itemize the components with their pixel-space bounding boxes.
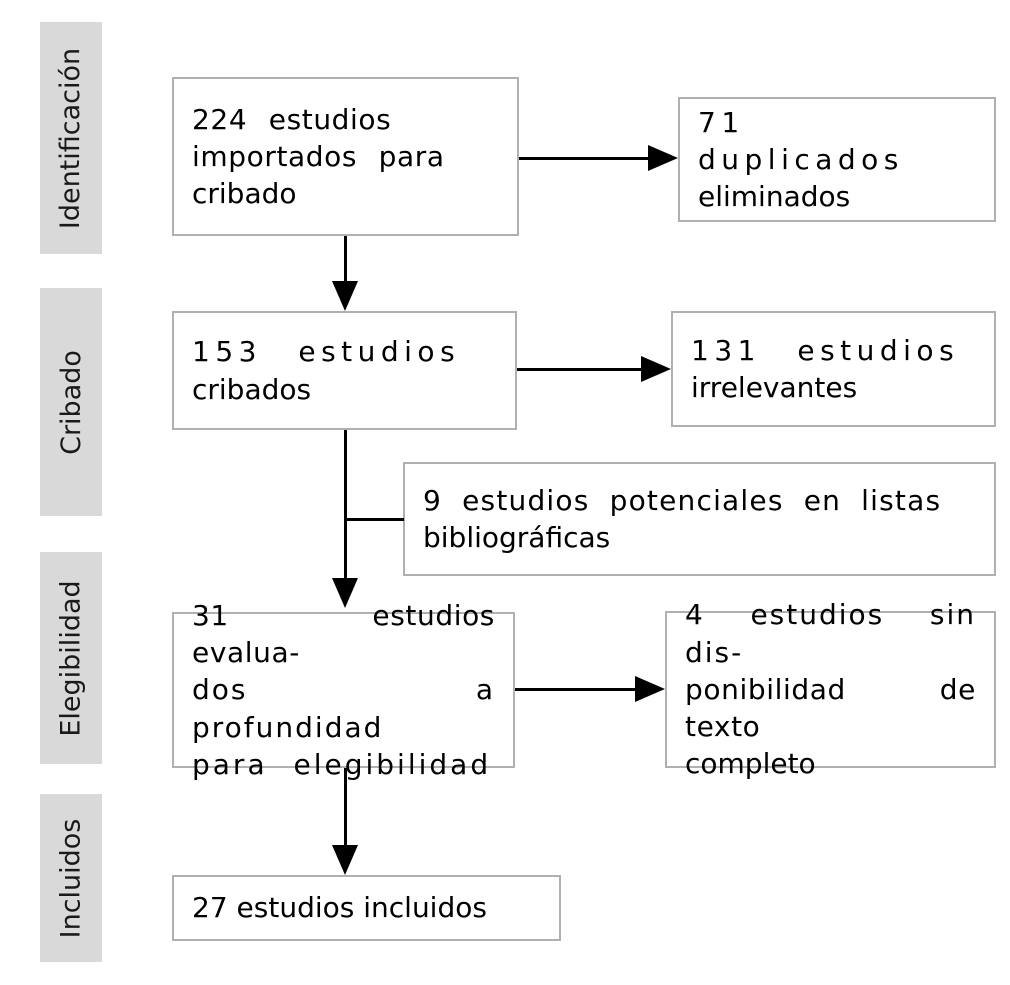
connector-line — [344, 236, 347, 288]
stage-bar-incluidos: Incluidos — [40, 794, 102, 962]
connector-line — [517, 368, 647, 371]
box-reference-list-studies-line-2: bibliográficas — [423, 521, 611, 554]
connector-line — [344, 768, 347, 848]
arrow-down-icon — [332, 578, 358, 608]
box-studies-included: 27 estudios incluidos — [172, 875, 561, 941]
box-studies-assessed-line-2: dos a profundidad — [192, 673, 495, 744]
stage-label-elegibilidad: Elegibilidad — [55, 579, 87, 737]
arrow-down-icon — [332, 281, 358, 311]
box-duplicates-removed-line-2: eliminados — [698, 180, 851, 214]
box-studies-screened-text: 153 estudios cribados — [174, 333, 515, 407]
connector-line — [515, 688, 641, 691]
box-studies-assessed: 31 estudios evalua- dos a profundidad pa… — [172, 599, 515, 781]
stage-label-cribado: Cribado — [55, 349, 87, 455]
connector-line — [519, 157, 654, 160]
box-duplicates-removed: 71 duplicados eliminados — [678, 97, 996, 222]
box-studies-assessed-line-1: 31 estudios evalua- — [192, 598, 495, 670]
box-imported-studies-line-1: 224 estudios — [192, 102, 392, 136]
arrow-right-icon — [635, 676, 665, 702]
stage-label-identificacion: Identificación — [55, 47, 87, 229]
box-reference-list-studies: 9 estudios potenciales en listas bibliog… — [403, 462, 996, 576]
box-no-fulltext-studies-line-1: 4 estudios sin dis- — [685, 598, 976, 669]
box-irrelevant-studies-text: 131 estudios irrelevantes — [673, 332, 994, 406]
box-irrelevant-studies: 131 estudios irrelevantes — [671, 311, 996, 427]
box-duplicates-removed-line-1: 71 duplicados — [698, 105, 904, 176]
box-no-fulltext-studies-text: 4 estudios sin dis- ponibilidad de texto… — [667, 596, 994, 782]
box-studies-screened: 153 estudios cribados — [172, 311, 517, 430]
box-no-fulltext-studies: 4 estudios sin dis- ponibilidad de texto… — [665, 598, 996, 780]
box-imported-studies-line-2: importados para — [192, 139, 445, 173]
box-studies-included-line-1: 27 estudios incluidos — [192, 891, 487, 925]
box-studies-included-text: 27 estudios incluidos — [174, 889, 559, 926]
box-irrelevant-studies-line-1: 131 estudios — [691, 333, 960, 367]
stage-bar-elegibilidad: Elegibilidad — [40, 552, 102, 764]
box-duplicates-removed-text: 71 duplicados eliminados — [680, 104, 994, 216]
box-imported-studies-text: 224 estudios importados para cribado — [174, 101, 517, 213]
box-irrelevant-studies-line-2: irrelevantes — [691, 371, 858, 404]
box-reference-list-studies-line-1: 9 estudios potenciales en listas — [423, 483, 942, 517]
box-studies-assessed-text: 31 estudios evalua- dos a profundidad pa… — [174, 597, 513, 783]
box-no-fulltext-studies-line-3: completo — [685, 747, 816, 781]
stage-bar-cribado: Cribado — [40, 288, 102, 516]
stage-label-incluidos: Incluidos — [55, 818, 87, 938]
box-reference-list-studies-text: 9 estudios potenciales en listas bibliog… — [405, 482, 994, 556]
box-imported-studies-line-3: cribado — [192, 177, 297, 211]
box-studies-screened-line-2: cribados — [192, 372, 312, 406]
box-studies-assessed-line-3: para elegibilidad — [192, 747, 492, 781]
stage-bar-identificacion: Identificación — [40, 22, 102, 254]
connector-line — [344, 430, 347, 582]
arrow-right-icon — [641, 356, 671, 382]
arrow-right-icon — [648, 145, 678, 171]
arrow-down-icon — [332, 845, 358, 875]
box-no-fulltext-studies-line-2: ponibilidad de texto — [685, 672, 976, 744]
connector-line — [344, 518, 404, 521]
box-studies-screened-line-1: 153 estudios — [192, 335, 461, 369]
box-imported-studies: 224 estudios importados para cribado — [172, 77, 519, 236]
